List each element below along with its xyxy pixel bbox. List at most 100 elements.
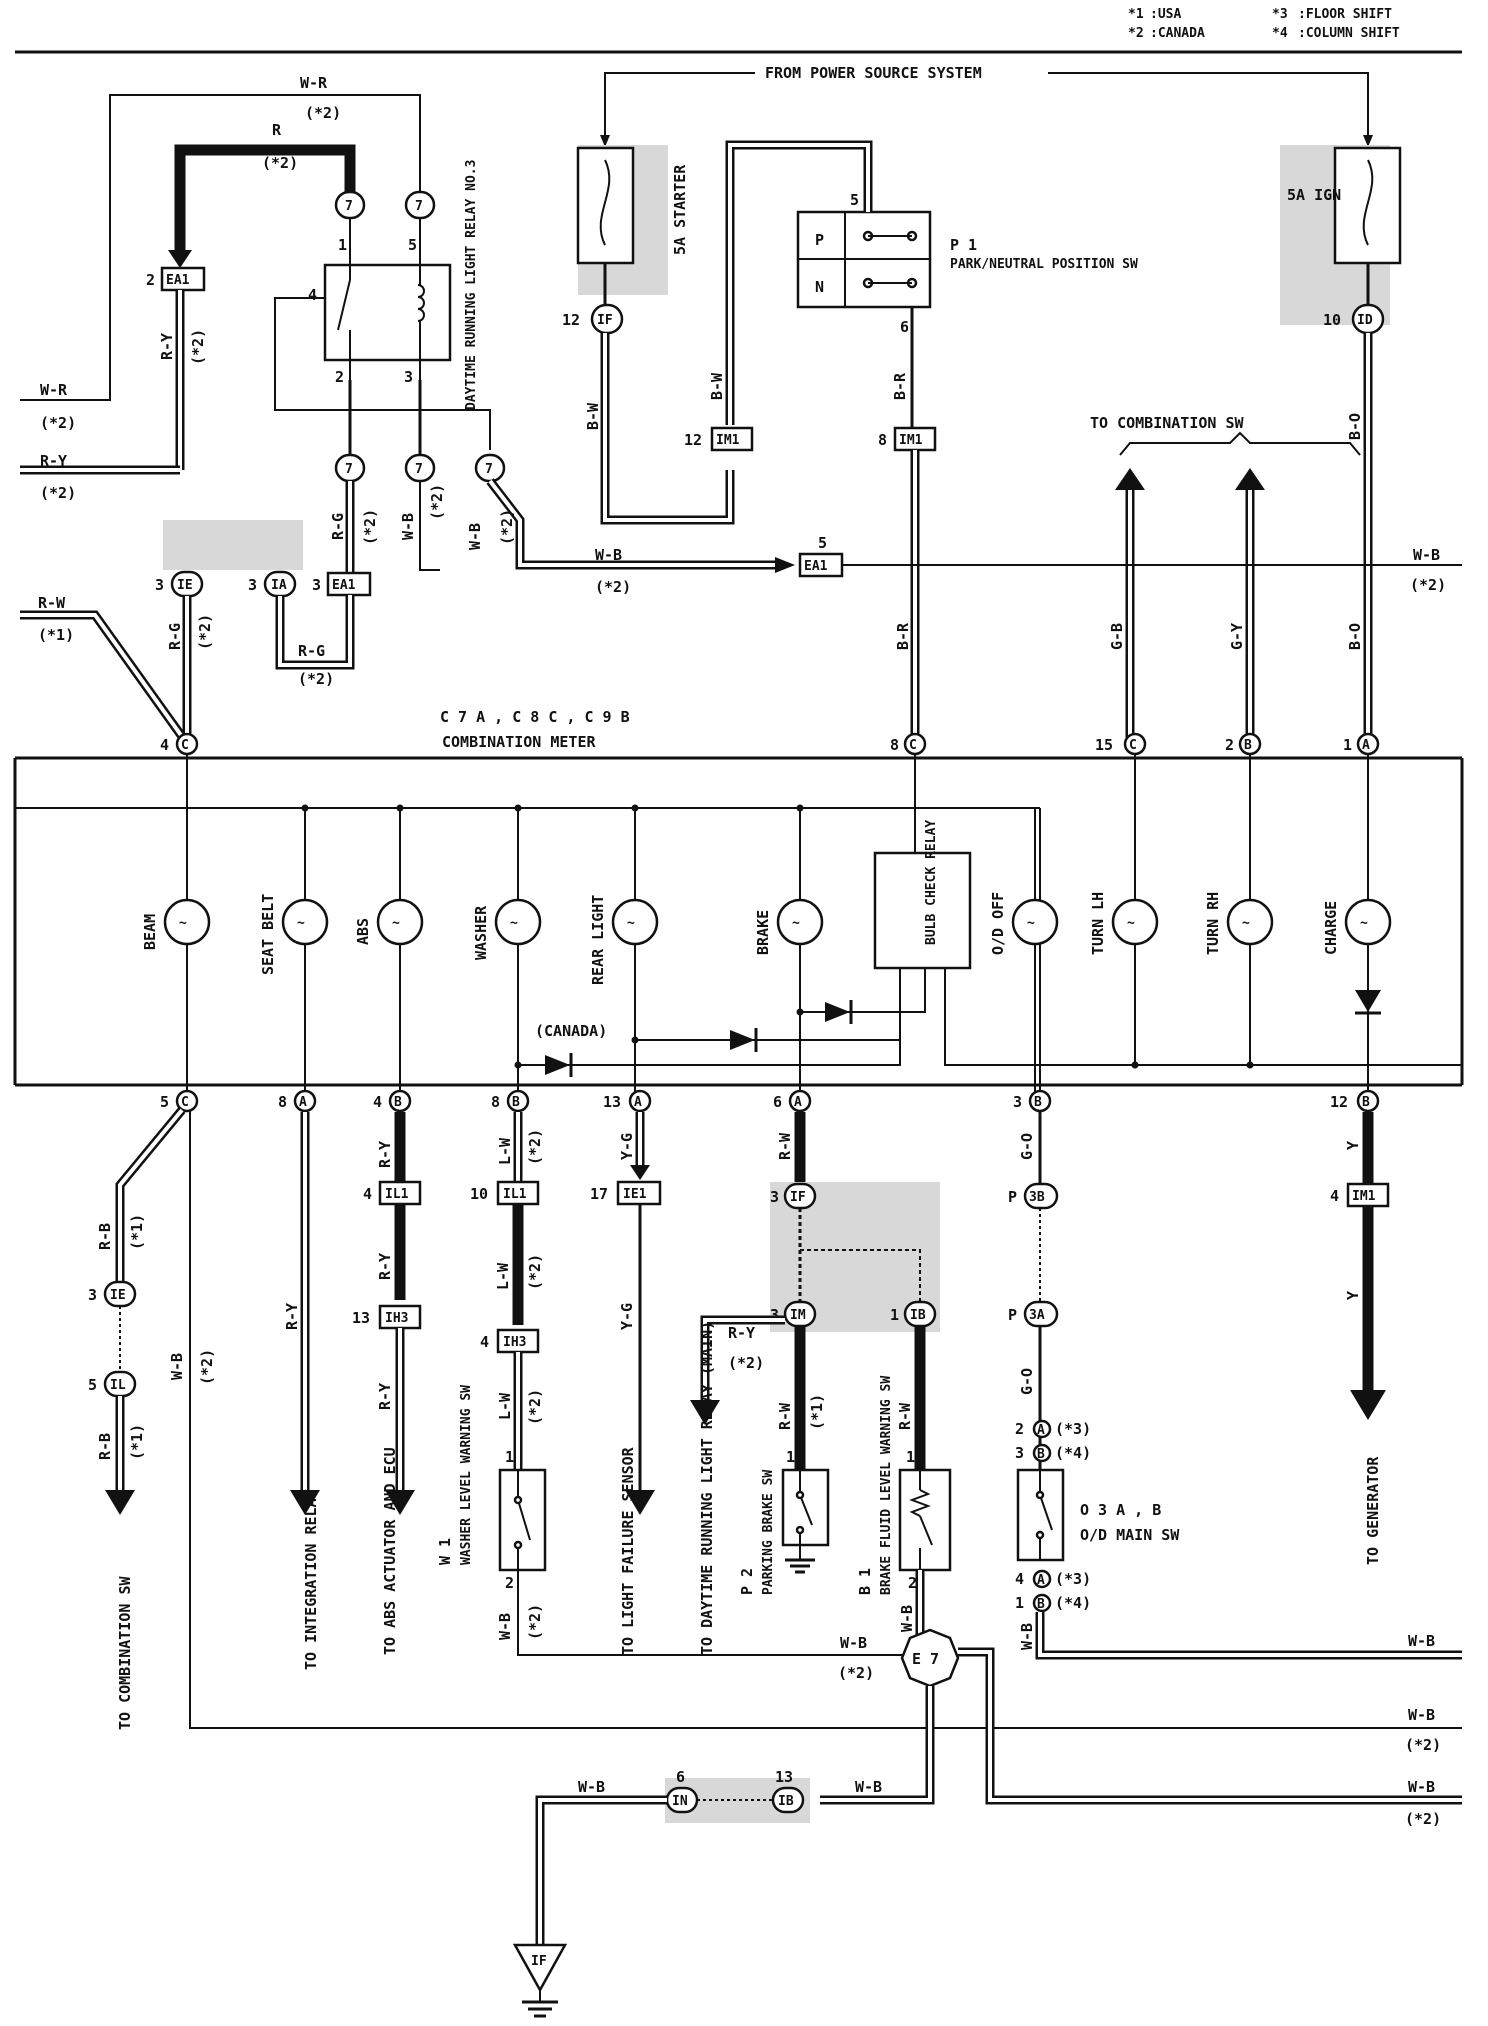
ign-fuse-element <box>1362 159 1374 246</box>
svg-text:5: 5 <box>88 1376 97 1394</box>
junction-rear <box>631 1036 639 1044</box>
svg-text:10: 10 <box>470 1185 488 1203</box>
svg-text:~: ~ <box>179 916 187 931</box>
conn-ib-mid: IB 1 <box>890 1300 937 1328</box>
note-rg-loop: (*2) <box>298 670 334 688</box>
b1-id: B 1 <box>856 1568 874 1595</box>
meter-frame <box>13 756 1464 1087</box>
svg-text:~: ~ <box>510 916 518 931</box>
lamp-brake-label: BRAKE <box>754 910 772 955</box>
note-rg-relay: (*2) <box>361 509 379 545</box>
drl-relay-name: DAYTIME RUNNING LIGHT RELAY NO.3 <box>464 160 479 410</box>
wire-brake-branch <box>800 1249 921 1302</box>
conn-if-top: IF 12 <box>562 303 624 335</box>
wire-label-y-1: Y <box>1344 1141 1362 1150</box>
svg-text:P: P <box>1008 1188 1017 1206</box>
wire-label-rw-b2: R-W <box>776 1402 794 1430</box>
junction-rl <box>631 804 639 812</box>
conn-ea1-mid-label: EA1 <box>332 578 356 593</box>
svg-text:C: C <box>909 738 917 753</box>
svg-text:4: 4 <box>308 286 317 304</box>
wire-label-wb-washer: W-B <box>496 1613 514 1640</box>
to-combination-bottom: TO COMBINATION SW <box>116 1576 134 1730</box>
conn-3a-label: 3A <box>1029 1308 1045 1323</box>
wire-wb-ground-inner <box>538 1798 667 1945</box>
conn-if-top-pin: 12 <box>562 311 580 329</box>
wire-label-rg-relay: R-G <box>329 513 347 540</box>
svg-text:4: 4 <box>373 1093 382 1111</box>
svg-text:~: ~ <box>627 916 635 931</box>
conn-ib-mid-label: IB <box>910 1308 926 1323</box>
svg-text:13: 13 <box>352 1309 370 1327</box>
legend-mark-4: *4 <box>1272 26 1288 41</box>
wire-bw-loop-inner <box>603 333 732 522</box>
wire-label-wb-gnd: W-B <box>578 1778 605 1796</box>
park-neutral-switch: P N 5 6 P 1 PARK/NEUTRAL POSITION SW <box>796 191 1138 336</box>
wire-label-wb-beam: W-B <box>168 1353 186 1380</box>
conn-ie-lower: IE3 <box>88 1280 137 1308</box>
note-rw: (*1) <box>38 626 74 644</box>
wire-power-left <box>604 72 755 145</box>
svg-text:C: C <box>1129 738 1137 753</box>
svg-text:B: B <box>512 1095 520 1110</box>
diode-1 <box>730 1030 755 1050</box>
wire-wb-e7-right <box>958 1647 1462 1805</box>
note-rg-beam: (*2) <box>196 614 214 650</box>
note-lw-2: (*2) <box>526 1254 544 1290</box>
arrow-light-failure <box>625 1490 655 1515</box>
conn-il1-a-label: IL1 <box>385 1187 409 1202</box>
wire-label-ry-int: R-Y <box>283 1303 301 1330</box>
w1-id: W 1 <box>436 1538 454 1565</box>
conn-im: IM3 <box>770 1300 817 1328</box>
wire-label-go-2: G-O <box>1018 1368 1036 1395</box>
drl-relay: 1 5 4 2 3 DAYTIME RUNNING LIGHT RELAY NO… <box>308 160 479 410</box>
svg-text:4: 4 <box>480 1333 489 1351</box>
conn-if-mid-label: IF <box>790 1190 806 1205</box>
svg-text:B: B <box>1034 1095 1042 1110</box>
note-wb-washer: (*2) <box>526 1604 544 1640</box>
svg-text:P: P <box>1008 1306 1017 1324</box>
arrow-rb <box>105 1490 135 1515</box>
legend: *1 :USA *2 :CANADA *3 :FLOOR SHIFT *4 :C… <box>1128 7 1400 41</box>
conn-3b: 3BP <box>1008 1182 1059 1210</box>
check-relay-return <box>944 968 1462 1066</box>
note-ry-left2: (*2) <box>40 484 76 502</box>
check-relay-label: BULB CHECK RELAY <box>924 820 939 945</box>
svg-text:A: A <box>299 1095 307 1110</box>
svg-text:1: 1 <box>890 1306 899 1324</box>
e7-label: E 7 <box>912 1650 939 1668</box>
conn-7-pin1-label: 7 <box>345 199 353 214</box>
arrow-yg <box>630 1165 650 1180</box>
svg-text:3: 3 <box>770 1306 779 1324</box>
wire-rw-inner <box>20 613 185 740</box>
conn-ia: IA 3 <box>248 570 297 598</box>
arrow-gb <box>1115 468 1145 490</box>
conn-im1-b: IM1 8 <box>878 426 937 452</box>
lamp-od: ~O/D OFF <box>989 892 1059 955</box>
svg-text:2: 2 <box>146 271 155 289</box>
svg-text:3: 3 <box>88 1286 97 1304</box>
wire-label-rw-b1: R-W <box>776 1132 794 1160</box>
svg-text:4: 4 <box>1330 1187 1339 1205</box>
note-lw-1: (*2) <box>526 1129 544 1165</box>
junction-wsh <box>514 804 522 812</box>
ign-fuse-label: 5A IGN <box>1287 186 1341 204</box>
svg-text:6: 6 <box>676 1768 685 1786</box>
lamp-rear: ~REAR LIGHT <box>589 895 659 985</box>
svg-text:12: 12 <box>684 431 702 449</box>
svg-text:6: 6 <box>900 318 909 336</box>
lamp-abs: ~ABS <box>354 898 424 946</box>
wire-label-wb-right: W-B <box>1413 546 1440 564</box>
svg-text:2: 2 <box>335 368 344 386</box>
od-note-4a: (*4) <box>1055 1444 1091 1462</box>
wire-label-wb-relay2: W-B <box>466 523 484 550</box>
to-abs-actuator: TO ABS ACTUATOR AND ECU <box>381 1447 399 1655</box>
meter-bottom-pins: C5 A8 B4 B8 A13 A6 B3 B12 <box>160 1089 1380 1113</box>
wire-label-wb-od: W-B <box>1018 1623 1036 1650</box>
ground-e7: E 7 <box>900 1628 960 1688</box>
conn-ea1-right: EA1 5 <box>798 534 844 578</box>
conn-7-c-label: 7 <box>485 462 493 477</box>
